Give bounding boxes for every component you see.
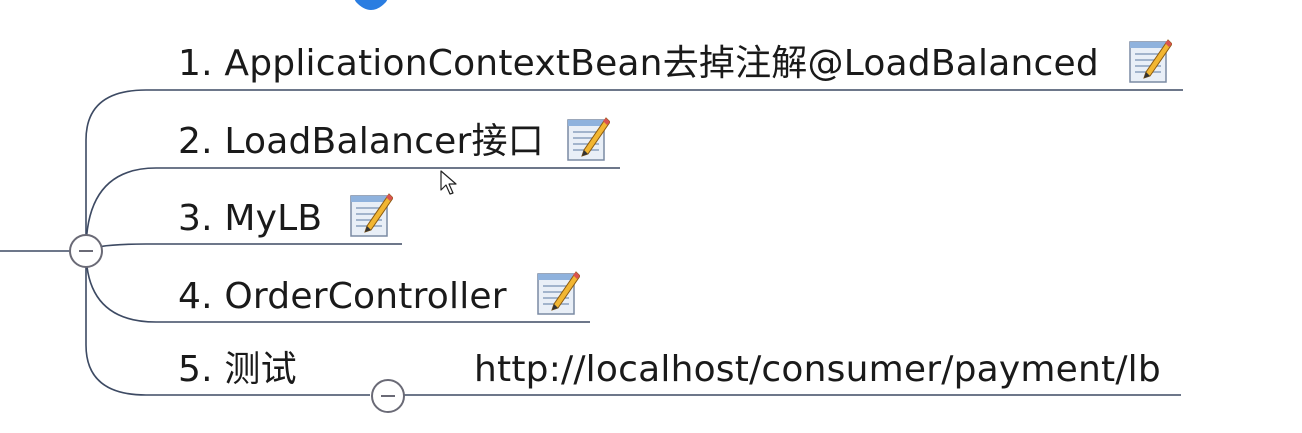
topic-label: 3. MyLB bbox=[178, 198, 323, 239]
topic-label: 2. LoadBalancer接口 bbox=[178, 121, 544, 162]
topic-ordercontroller[interactable]: 4. OrderController bbox=[178, 275, 507, 319]
mouse-cursor-icon bbox=[440, 170, 458, 196]
note-pencil-icon[interactable] bbox=[349, 192, 394, 240]
topic-label: 4. OrderController bbox=[178, 276, 507, 317]
collapse-minus-icon[interactable] bbox=[371, 379, 405, 413]
collapse-minus-icon[interactable] bbox=[69, 234, 103, 268]
topic-label: 1. ApplicationContextBean去掉注解@LoadBalanc… bbox=[178, 43, 1099, 84]
topic-test[interactable]: 5. 测试 bbox=[178, 348, 297, 392]
topic-mylb[interactable]: 3. MyLB bbox=[178, 197, 322, 241]
add-topic-icon[interactable] bbox=[346, 0, 396, 16]
topic-loadbalancer-interface[interactable]: 2. LoadBalancer接口 bbox=[178, 120, 544, 164]
topic-test-url[interactable]: http://localhost/consumer/payment/lb bbox=[474, 348, 1161, 392]
topic-label: http://localhost/consumer/payment/lb bbox=[474, 349, 1161, 390]
topic-applicationcontextbean[interactable]: 1. ApplicationContextBean去掉注解@LoadBalanc… bbox=[178, 42, 1099, 86]
note-pencil-icon[interactable] bbox=[1128, 38, 1173, 86]
note-pencil-icon[interactable] bbox=[566, 116, 611, 164]
note-pencil-icon[interactable] bbox=[536, 270, 581, 318]
topic-label: 5. 测试 bbox=[178, 349, 297, 390]
